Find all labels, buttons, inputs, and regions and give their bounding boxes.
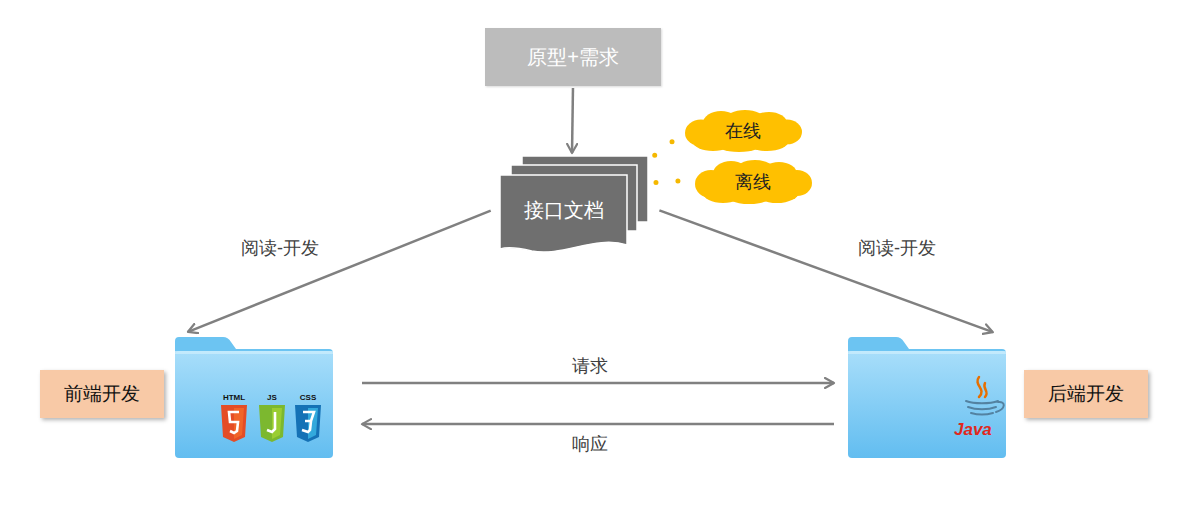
- dotted-link: [656, 180, 685, 182]
- edge-label: 阅读-开发: [237, 236, 323, 260]
- process-box: 原型+需求: [485, 28, 661, 86]
- node-text: HTML: [221, 393, 247, 402]
- node-text: Java: [954, 420, 992, 440]
- document-stack: 接口文档: [500, 155, 650, 255]
- dotted-link: [655, 138, 677, 155]
- arrow-connector: [362, 423, 834, 426]
- role-box: 前端开发: [40, 370, 164, 418]
- document-text-area: 接口文档: [500, 179, 627, 241]
- role-box: 后端开发: [1024, 370, 1148, 418]
- node-text: 后端开发: [1048, 381, 1124, 407]
- node-text: 前端开发: [64, 381, 140, 407]
- arrow-connector: [571, 88, 574, 153]
- frontend-folder: HTML JS CSS: [175, 337, 333, 458]
- edge-label: 响应: [568, 432, 612, 456]
- node-text: 原型+需求: [527, 44, 619, 71]
- edge-label: 阅读-开发: [854, 236, 940, 260]
- folder-icon: [848, 337, 1006, 458]
- cloud-callout: 离线: [693, 160, 813, 204]
- node-text: 接口文档: [524, 197, 604, 224]
- node-text: CSS: [295, 393, 321, 402]
- node-text: 在线: [725, 119, 761, 143]
- arrow-connector: [659, 210, 992, 332]
- cloud-callout: 在线: [683, 110, 803, 152]
- node-text: JS: [259, 393, 285, 402]
- backend-folder: Java: [848, 337, 1006, 458]
- node-text: 离线: [735, 170, 771, 194]
- edge-label: 请求: [568, 354, 612, 378]
- arrow-connector: [188, 211, 491, 332]
- arrow-connector: [362, 382, 834, 385]
